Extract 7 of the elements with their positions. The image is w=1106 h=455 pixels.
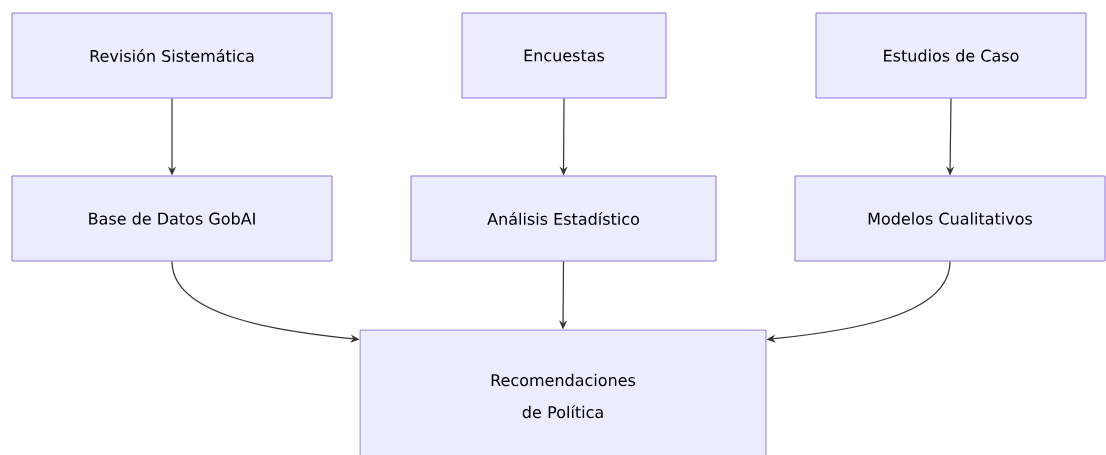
process-box: Análisis Estadístico — [410, 175, 717, 262]
process-box: Revisión Sistemática — [11, 12, 333, 99]
process-box: Modelos Cualitativos — [794, 175, 1106, 262]
process-box: Encuestas — [461, 12, 667, 99]
process-box: Estudios de Caso — [815, 12, 1087, 99]
process-box: Base de Datos GobAI — [11, 175, 333, 262]
process-box: Recomendaciones de Política — [359, 329, 767, 455]
